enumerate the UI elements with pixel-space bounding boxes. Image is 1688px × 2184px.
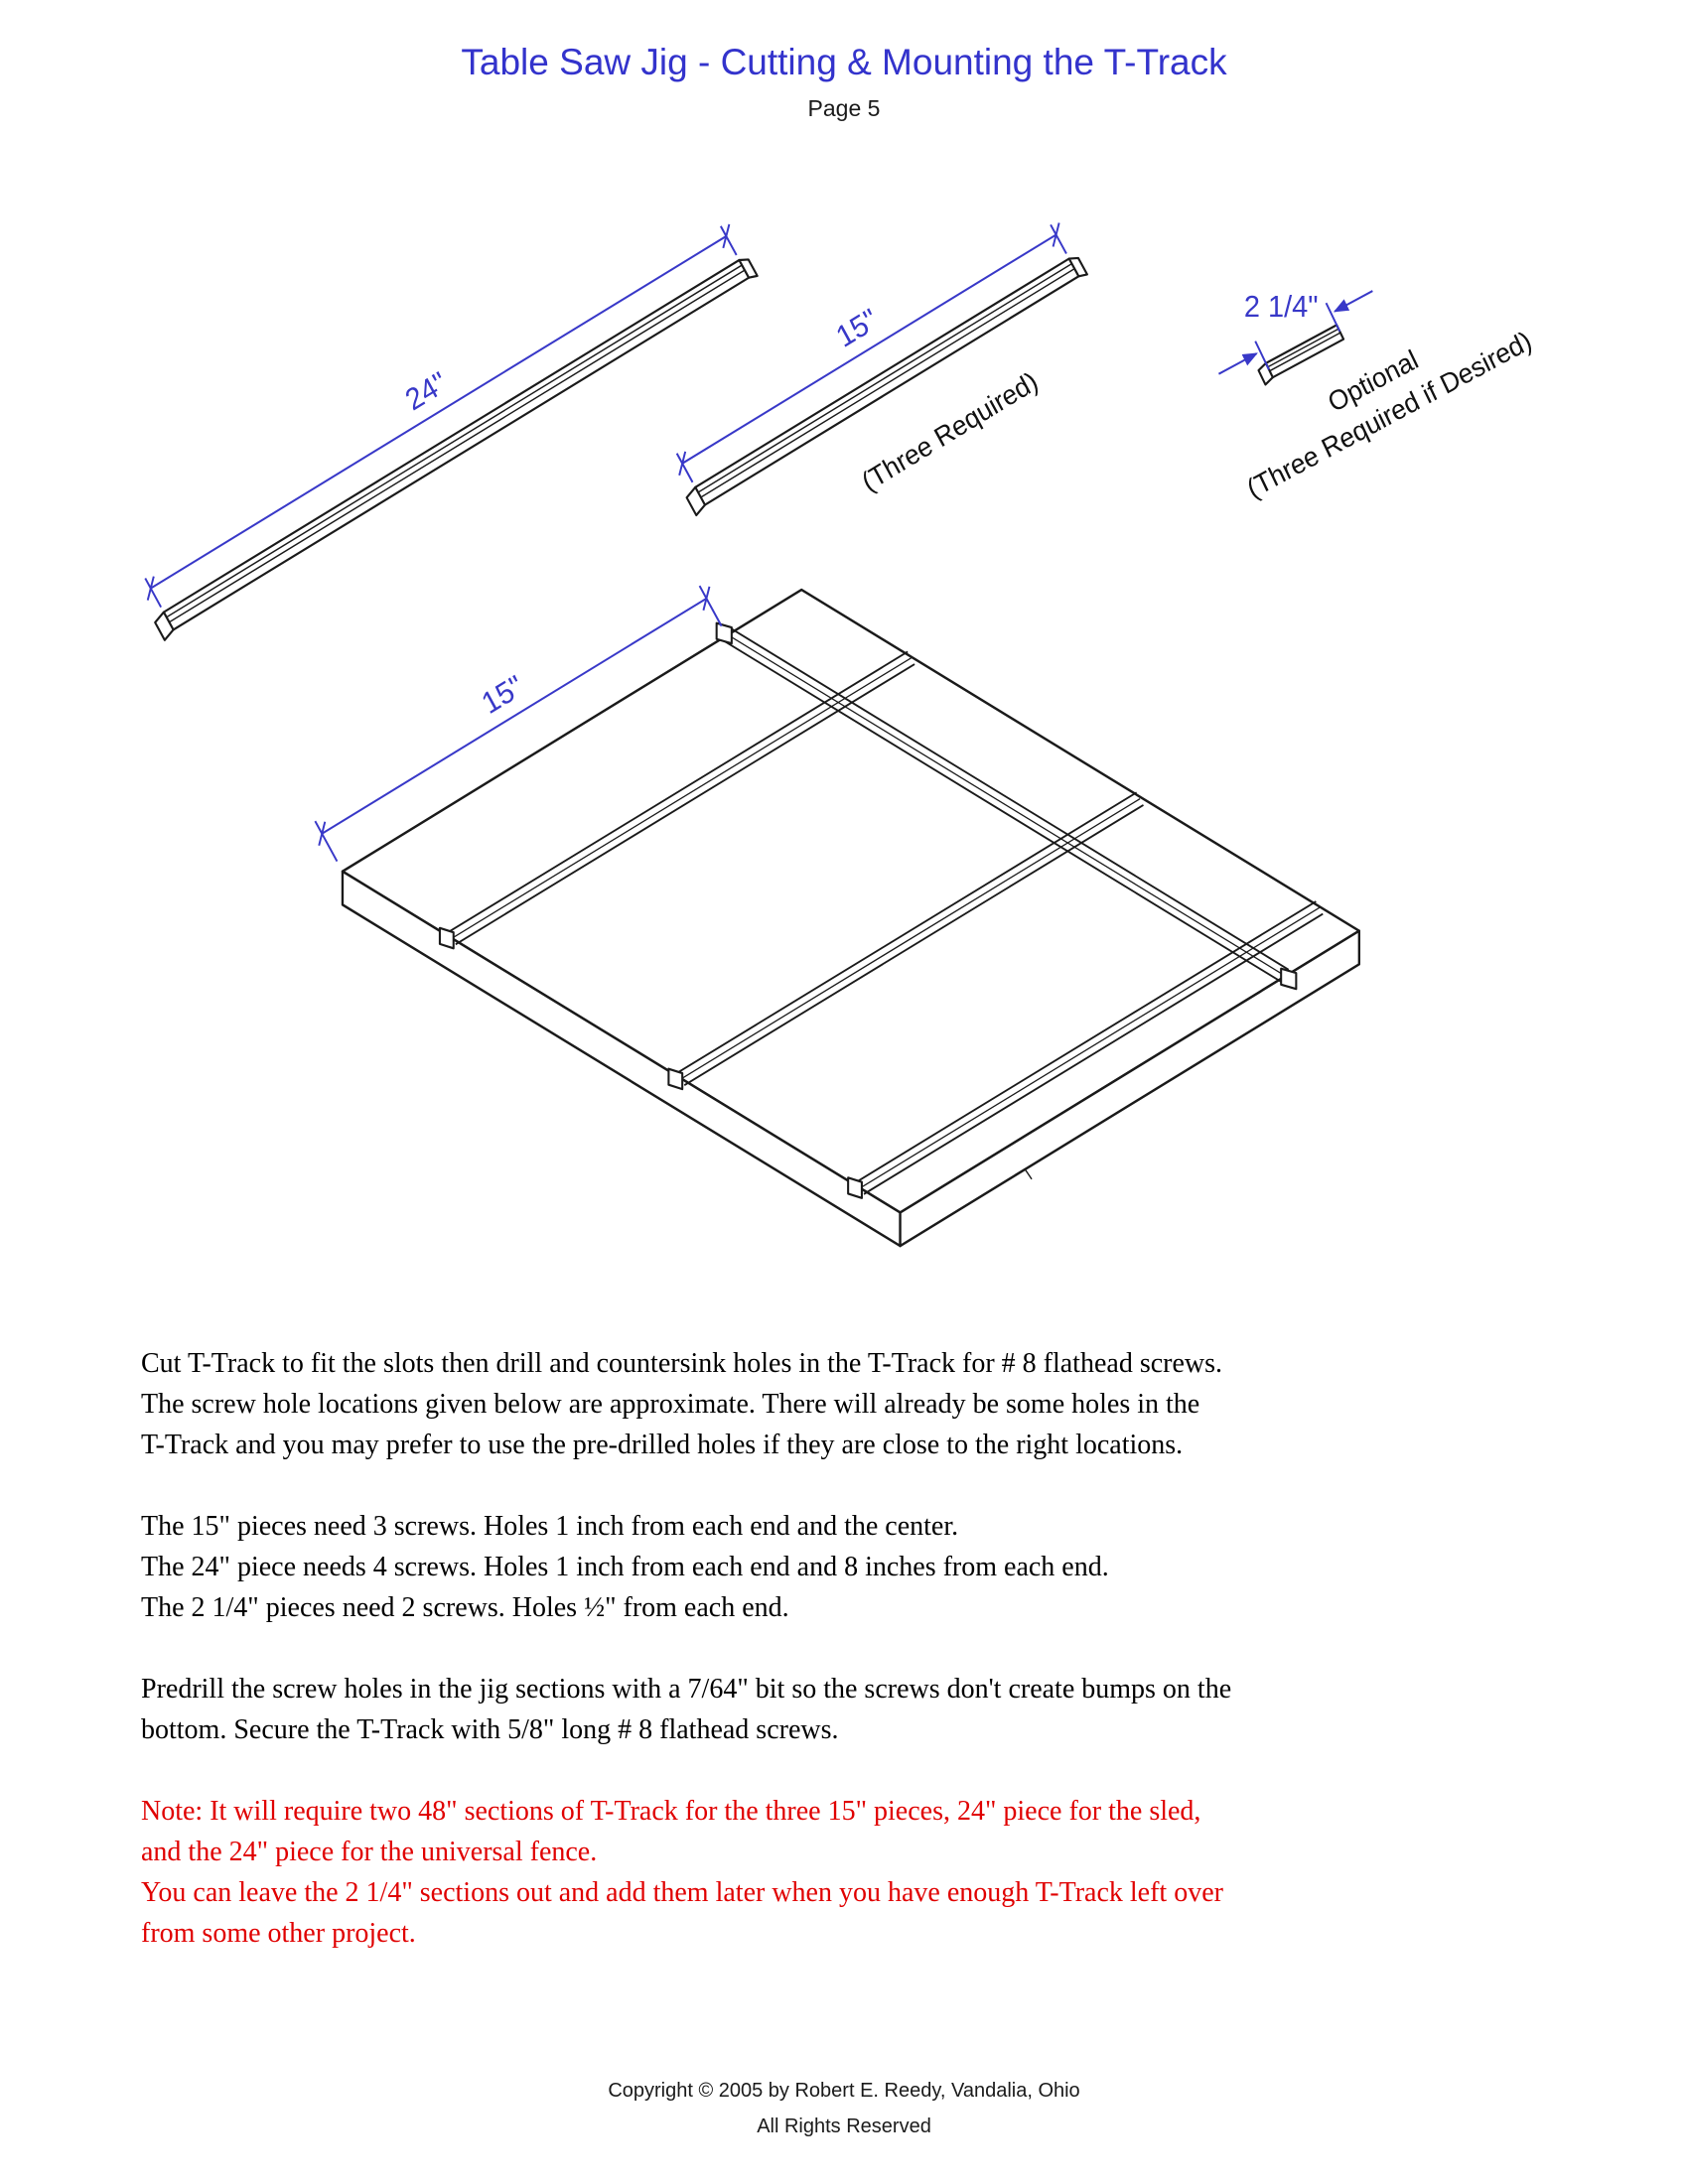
paragraph-screw-counts: The 15" pieces need 3 screws. Holes 1 in… (141, 1506, 1660, 1628)
dim-24-label: 24" (400, 366, 453, 418)
track-end-cap (1257, 361, 1274, 386)
text-line: bottom. Secure the T-Track with 5/8" lon… (141, 1714, 839, 1745)
page-title: Table Saw Jig - Cutting & Mounting the T… (461, 42, 1227, 82)
track-end-cap (685, 485, 706, 517)
dimension-15-piece: 15" (675, 222, 1067, 483)
note-paragraph: Note: It will require two 48" sections o… (141, 1791, 1660, 1954)
text-line: T-Track and you may prefer to use the pr… (141, 1430, 1184, 1460)
text-line: from some other project. (141, 1918, 416, 1949)
text-line: The 24" piece needs 4 screws. Holes 1 in… (141, 1552, 1109, 1582)
dim-15-board-label: 15" (477, 669, 529, 721)
ttrack-diagram: 24" 15" (Three Required) (144, 222, 1536, 1248)
dimension-24: 24" (144, 223, 738, 609)
text-line: The screw hole locations given below are… (141, 1389, 1200, 1420)
text-line: and the 24" piece for the universal fenc… (141, 1837, 598, 1867)
dimension-2-25 (1218, 290, 1373, 375)
instructions: Cut T-Track to fit the slots then drill … (141, 1343, 1660, 1994)
jig-board-drawing (341, 588, 1361, 1248)
kerf-notch (1015, 1167, 1033, 1180)
board-cross-track (715, 621, 1298, 991)
t-track-2-25-drawing (1218, 290, 1373, 386)
rights-line: All Rights Reserved (757, 2116, 931, 2137)
paragraph-cut-ttrack: Cut T-Track to fit the slots then drill … (141, 1343, 1660, 1465)
board-right-side (899, 929, 1361, 1248)
track-end-cap (1067, 256, 1088, 278)
track-end-cap (738, 258, 759, 279)
t-track-15-drawing: 15" (Three Required) (675, 222, 1088, 517)
copyright-line: Copyright © 2005 by Robert E. Reedy, Van… (608, 2080, 1080, 2102)
copyright-footer: Copyright © 2005 by Robert E. Reedy, Van… (0, 2073, 1688, 2144)
text-line: Predrill the screw holes in the jig sect… (141, 1674, 1232, 1705)
text-line: Note: It will require two 48" sections o… (141, 1796, 1201, 1827)
page-number: Page 5 (807, 95, 881, 121)
paragraph-predrill: Predrill the screw holes in the jig sect… (141, 1669, 1660, 1750)
text-line: The 2 1/4" pieces need 2 screws. Holes ½… (141, 1592, 789, 1623)
t-track-24-drawing: 24" (144, 223, 759, 641)
text-line: Cut T-Track to fit the slots then drill … (141, 1348, 1223, 1379)
dim-2-25-label: 2 1/4" (1244, 290, 1319, 324)
track-end-cap (154, 611, 175, 641)
text-line: The 15" pieces need 3 screws. Holes 1 in… (141, 1511, 959, 1542)
text-line: You can leave the 2 1/4" sections out an… (141, 1877, 1223, 1908)
dim-15-piece-label: 15" (831, 303, 884, 354)
